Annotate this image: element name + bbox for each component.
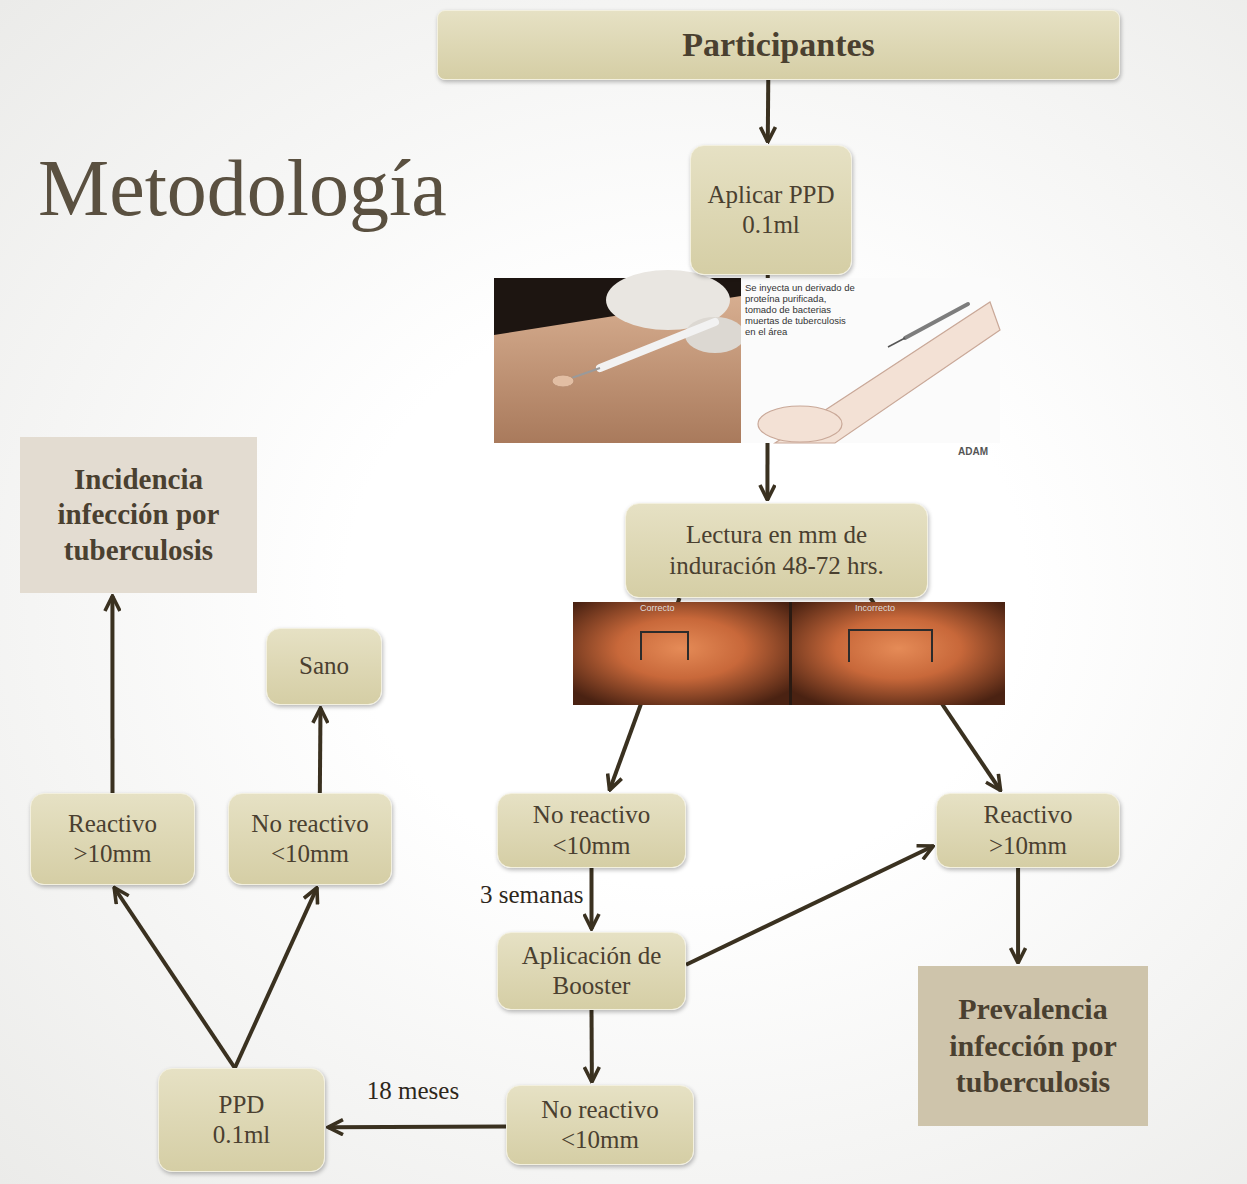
box-text: Sano <box>299 651 349 682</box>
edge-label: 18 meses <box>367 1077 459 1105</box>
needle <box>888 338 905 347</box>
result-box: Reactivo >10mm <box>936 793 1120 868</box>
hand <box>758 406 842 442</box>
syringe <box>600 322 715 368</box>
outcome-box: Prevalencia infección por tuberculosis <box>918 966 1148 1126</box>
process-box: Lectura en mm de induración 48-72 hrs. <box>625 503 928 598</box>
injection-photo <box>494 270 745 443</box>
flow-arrow <box>686 846 933 965</box>
watermark: ADAM <box>958 446 988 458</box>
injection-drawing <box>741 278 1000 443</box>
process-box: Aplicación de Booster <box>497 932 686 1010</box>
result-box: Reactivo >10mm <box>30 793 195 885</box>
result-box: No reactivo <10mm <box>497 793 686 868</box>
flow-arrow <box>114 887 235 1068</box>
illustration-caption: Se inyecta un derivado de proteína purif… <box>745 283 857 338</box>
box-text: No reactivo <10mm <box>520 1095 680 1156</box>
result-box: No reactivo <10mm <box>228 793 392 885</box>
box-text: Aplicar PPD 0.1ml <box>699 180 843 241</box>
start-box: Participantes <box>437 10 1120 80</box>
flow-arrow <box>1016 868 1020 963</box>
drawing-background <box>741 278 1000 443</box>
image-label: Incorrecto <box>855 603 895 613</box>
flow-arrow <box>328 1125 506 1130</box>
box-text: No reactivo <10mm <box>512 800 672 861</box>
flow-arrow <box>235 888 317 1068</box>
box-text: PPD 0.1ml <box>202 1090 282 1151</box>
box-text: Lectura en mm de induración 48-72 hrs. <box>646 520 908 581</box>
skin-photo <box>792 602 1005 705</box>
skin-photo <box>573 602 789 705</box>
process-box: Aplicar PPD 0.1ml <box>690 145 852 275</box>
induration-photos <box>573 602 1005 705</box>
slide-title: Metodología <box>38 148 447 228</box>
photo-divider <box>789 602 792 705</box>
box-text: Aplicación de Booster <box>506 941 677 1002</box>
syringe <box>905 304 968 338</box>
image-label: Correcto <box>640 603 675 613</box>
box-text: Incidencia infección por tuberculosis <box>28 462 249 568</box>
box-text: Reactivo >10mm <box>48 809 178 870</box>
outcome-box: Incidencia infección por tuberculosis <box>20 437 257 593</box>
edge-label: 3 semanas <box>480 881 583 909</box>
result-box: No reactivo <10mm <box>506 1085 694 1165</box>
box-text: Prevalencia infección por tuberculosis <box>926 991 1140 1101</box>
flow-arrow <box>590 1010 594 1082</box>
measure-bracket <box>849 630 932 662</box>
skin-bleb <box>552 375 574 387</box>
result-box: Sano <box>266 628 382 705</box>
box-text: No reactivo <10mm <box>237 809 383 870</box>
flow-arrow <box>590 868 594 929</box>
process-box: PPD 0.1ml <box>158 1068 325 1172</box>
flow-arrow <box>766 80 770 142</box>
flow-arrow <box>110 596 114 793</box>
box-text: Reactivo >10mm <box>963 800 1093 861</box>
measure-bracket <box>641 632 688 660</box>
box-text: Participantes <box>682 24 875 65</box>
flow-arrow <box>318 708 323 793</box>
